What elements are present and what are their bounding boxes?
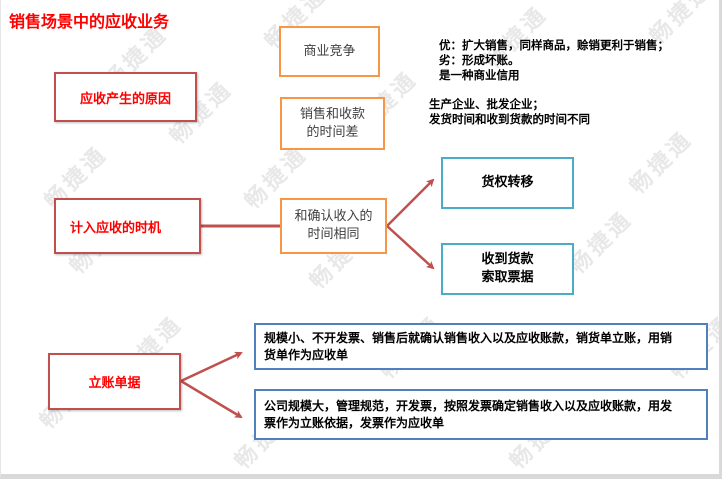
- note-line: 优：扩大销售，同样商品，赊销更利于销售；: [439, 38, 669, 52]
- arrow-to-small-company: [180, 351, 243, 383]
- note-line: 是一种商业信用: [439, 68, 520, 82]
- timing-title-transfer-box: 货权转移: [441, 157, 574, 209]
- reason-timegap-label: 销售和收款 的时间差: [300, 106, 365, 142]
- page-title: 销售场景中的应收业务: [9, 12, 170, 31]
- note-line: 生产企业、批发企业；: [429, 97, 544, 111]
- document-large-company-text: 公司规模大，管理规范，开发票，按照发票确定销售收入以及应收账款，用发 票作为立账…: [264, 398, 672, 432]
- timegap-notes: 生产企业、批发企业； 发货时间和收到货款的时间不同: [429, 97, 590, 127]
- text-line: 规模小、不开发票、销售后就确认销售收入以及应收账款，销货单立账，用销: [264, 330, 673, 345]
- reason-timegap-box: 销售和收款 的时间差: [280, 97, 385, 150]
- arrow-to-title-transfer: [386, 178, 435, 227]
- category-reason-box: 应收产生的原因: [54, 72, 197, 122]
- label-line: 销售和收款: [299, 106, 365, 122]
- category-timing-label: 计入应收的时机: [70, 220, 162, 236]
- note-line: 发货时间和收到货款的时间不同: [429, 112, 590, 126]
- category-documents-box: 立账单据: [48, 353, 181, 410]
- document-small-company-box: 规模小、不开发票、销售后就确认销售收入以及应收账款，销货单立账，用销 货单作为应…: [254, 323, 708, 370]
- category-timing-box: 计入应收的时机: [54, 198, 201, 254]
- category-documents-label: 立账单据: [88, 376, 141, 391]
- arrow-to-large-company: [180, 379, 243, 419]
- timing-payment-box: 收到货款 索取票据: [441, 243, 574, 295]
- reason-competition-box: 商业竞争: [279, 26, 380, 77]
- text-line: 票作为立账依据，发票作为应收单: [264, 415, 445, 430]
- timing-revenue-box: 和确认收入的 时间相同: [280, 198, 387, 254]
- label-line: 和确认收入的: [294, 209, 373, 224]
- timing-title-transfer-label: 货权转移: [481, 175, 534, 190]
- label-line: 的时间差: [306, 124, 359, 140]
- document-large-company-box: 公司规模大，管理规范，开发票，按照发票确定销售收入以及应收账款，用发 票作为立账…: [254, 389, 708, 440]
- reason-competition-label: 商业竞争: [303, 43, 356, 59]
- timing-revenue-label: 和确认收入的 时间相同: [294, 208, 372, 244]
- note-line: 劣：形成坏账。: [439, 53, 520, 67]
- label-line: 时间相同: [307, 227, 360, 242]
- timing-payment-label: 收到货款 索取票据: [481, 251, 533, 287]
- text-line: 公司规模大，管理规范，开发票，按照发票确定销售收入以及应收账款，用发: [264, 398, 673, 413]
- document-small-company-text: 规模小、不开发票、销售后就确认销售收入以及应收账款，销货单立账，用销 货单作为应…: [264, 330, 672, 364]
- competition-notes: 优：扩大销售，同样商品，赊销更利于销售； 劣：形成坏账。 是一种商业信用: [439, 38, 669, 83]
- text-line: 货单作为应收单: [264, 347, 349, 362]
- category-reason-label: 应收产生的原因: [79, 91, 171, 107]
- arrow-to-payment-received: [386, 225, 435, 270]
- label-line: 收到货款: [481, 252, 534, 267]
- label-line: 索取票据: [481, 270, 534, 285]
